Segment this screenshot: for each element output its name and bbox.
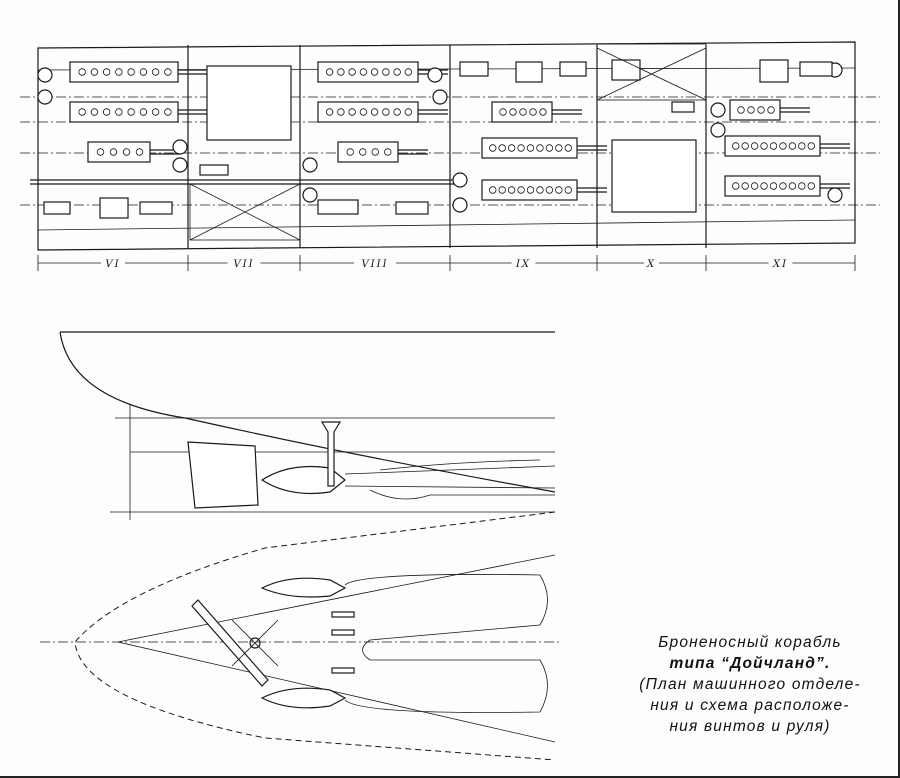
shaft-bracket	[320, 421, 342, 487]
engine-room-plan	[20, 41, 880, 271]
diesel-engine	[87, 141, 180, 163]
auxiliary-unit	[395, 201, 429, 215]
compartment-label: VIII	[361, 259, 388, 270]
tank	[37, 89, 53, 105]
propeller-starboard	[260, 687, 347, 709]
tank	[710, 122, 726, 138]
auxiliary-unit	[799, 61, 833, 77]
gearbox	[611, 139, 697, 213]
diesel-engine	[69, 61, 208, 83]
tank	[432, 89, 448, 105]
auxiliary-unit	[99, 197, 129, 219]
diesel-engine	[724, 135, 850, 157]
diesel-engine	[729, 99, 810, 121]
caption-title: типа “Дойчланд”.	[669, 655, 831, 672]
diesel-engine	[481, 179, 607, 201]
caption-line: ния винтов и руля)	[669, 718, 831, 735]
diesel-engine	[317, 61, 448, 83]
auxiliary-unit	[611, 59, 641, 81]
diesel-engine	[69, 101, 208, 123]
tank	[427, 67, 443, 83]
compartment-labels: VI VII VIII IX X XI	[101, 257, 793, 270]
tank	[452, 172, 468, 188]
auxiliary-unit	[515, 61, 543, 83]
rudder	[187, 441, 259, 509]
auxiliary-unit	[43, 201, 71, 215]
tank	[710, 102, 726, 118]
propeller-port	[260, 577, 347, 598]
auxiliary-unit	[671, 101, 695, 113]
auxiliary-unit	[139, 201, 173, 215]
caption-line: ния и схема расположе-	[650, 697, 850, 714]
caption-line: (План машинного отделе-	[639, 676, 861, 693]
diesel-engine	[481, 137, 607, 159]
tank	[302, 187, 318, 203]
auxiliary-unit	[199, 164, 229, 176]
caption: Броненосный корабль типа “Дойчланд”. (Пл…	[610, 632, 890, 737]
diesel-engine	[337, 141, 428, 163]
rudder-blade	[191, 599, 269, 687]
stern-profile	[59, 331, 556, 520]
tank	[452, 197, 468, 213]
tank	[302, 157, 318, 173]
propeller-hub	[260, 465, 346, 495]
auxiliary-unit	[759, 59, 789, 83]
hull-outline	[37, 41, 856, 251]
compartment-label: XI	[772, 259, 788, 270]
gearbox	[206, 65, 292, 141]
compartment-label: VII	[233, 259, 254, 270]
diesel-engine	[317, 101, 448, 123]
tank	[172, 139, 188, 155]
compartment-label: X	[646, 259, 656, 270]
auxiliary-unit	[459, 61, 489, 77]
tank	[827, 187, 843, 203]
diesel-engine	[491, 101, 582, 123]
diesel-engine	[724, 175, 850, 197]
auxiliary-unit	[317, 199, 359, 215]
diesel-engines	[37, 59, 850, 219]
caption-line: Броненосный корабль	[658, 634, 842, 651]
stern-plan	[40, 511, 560, 761]
compartment-label: VI	[105, 259, 120, 270]
compartment-label: IX	[515, 259, 531, 270]
tank	[172, 157, 188, 173]
auxiliary-unit	[559, 61, 587, 77]
tank	[37, 67, 53, 83]
